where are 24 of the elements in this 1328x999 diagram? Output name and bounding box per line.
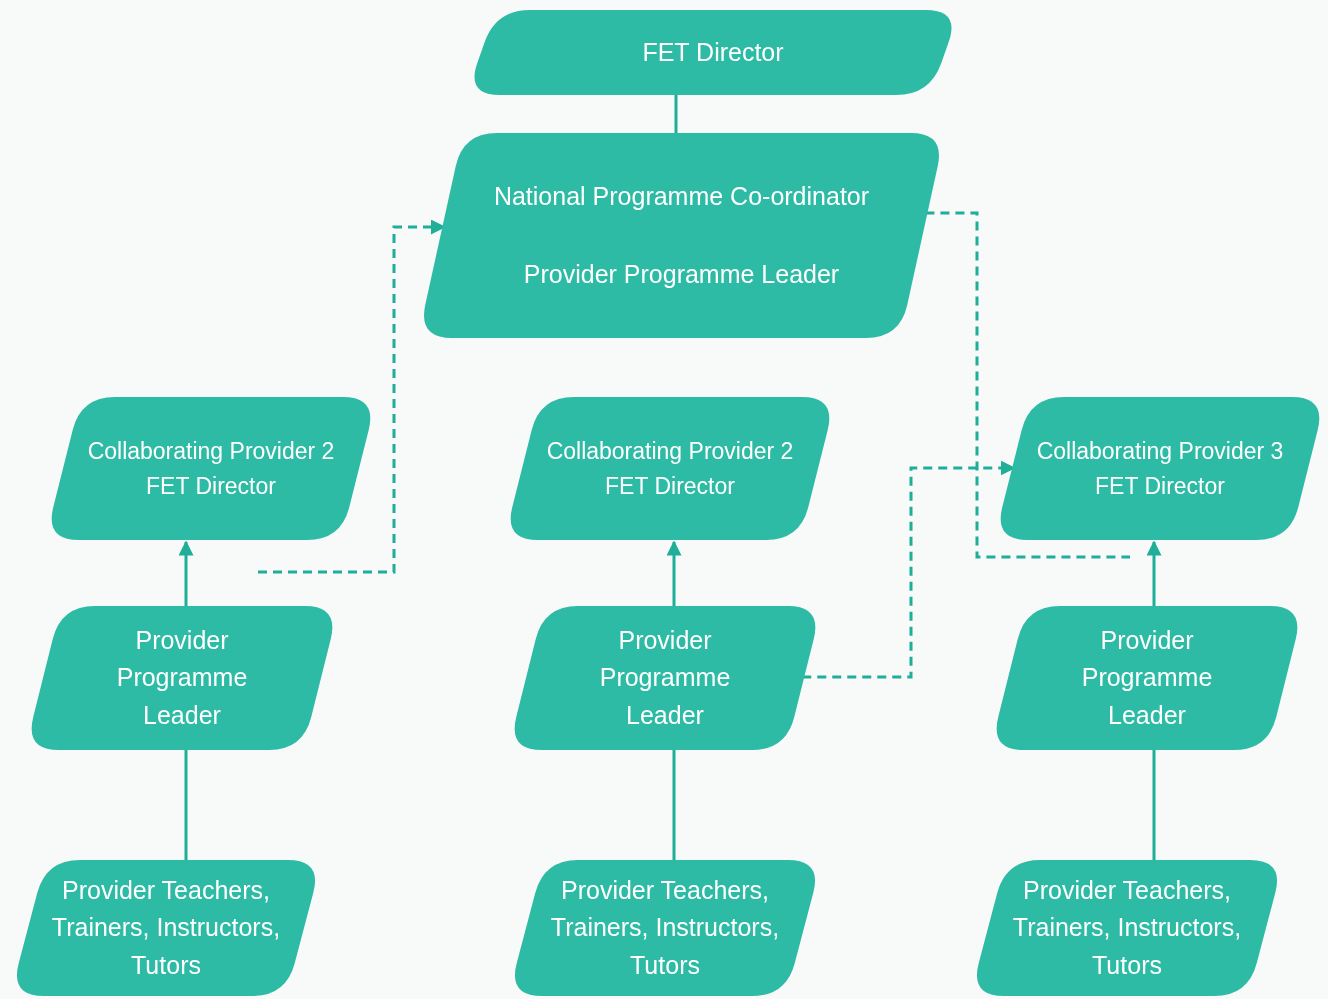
box-label: Provider Programme Leader	[523, 258, 840, 290]
box-label: National Programme Co-ordinator	[493, 181, 870, 212]
box-label: FET Director	[1095, 471, 1225, 501]
connector-line	[672, 750, 676, 860]
arrow	[666, 540, 682, 606]
connector-line	[674, 95, 678, 133]
arrow	[178, 540, 194, 606]
box-label: Collaborating Provider 2	[546, 437, 794, 466]
box-label: Collaborating Provider 2	[87, 437, 335, 466]
box-label: FET Director	[605, 471, 735, 501]
connector-line	[925, 211, 1130, 559]
box-label: Provider Programme Leader	[1080, 624, 1214, 731]
arrow	[1146, 540, 1162, 606]
arrow	[258, 219, 446, 574]
box-label: Provider Teachers, Trainers, Instructors, Tutors	[1011, 874, 1243, 981]
box-label: Provider Teachers, Trainers, Instructors, Tutors	[549, 874, 781, 981]
box-label: Provider Teachers, Trainers, Instructors, Tutors	[50, 874, 282, 981]
box-label: FET Director	[146, 471, 276, 501]
connector-line	[184, 750, 188, 860]
connector-line	[1152, 750, 1156, 860]
box-label: Provider Programme Leader	[598, 624, 732, 731]
box-label: FET Director	[642, 36, 784, 68]
box-label: Collaborating Provider 3	[1036, 437, 1284, 466]
box-label: Provider Programme Leader	[115, 624, 249, 731]
